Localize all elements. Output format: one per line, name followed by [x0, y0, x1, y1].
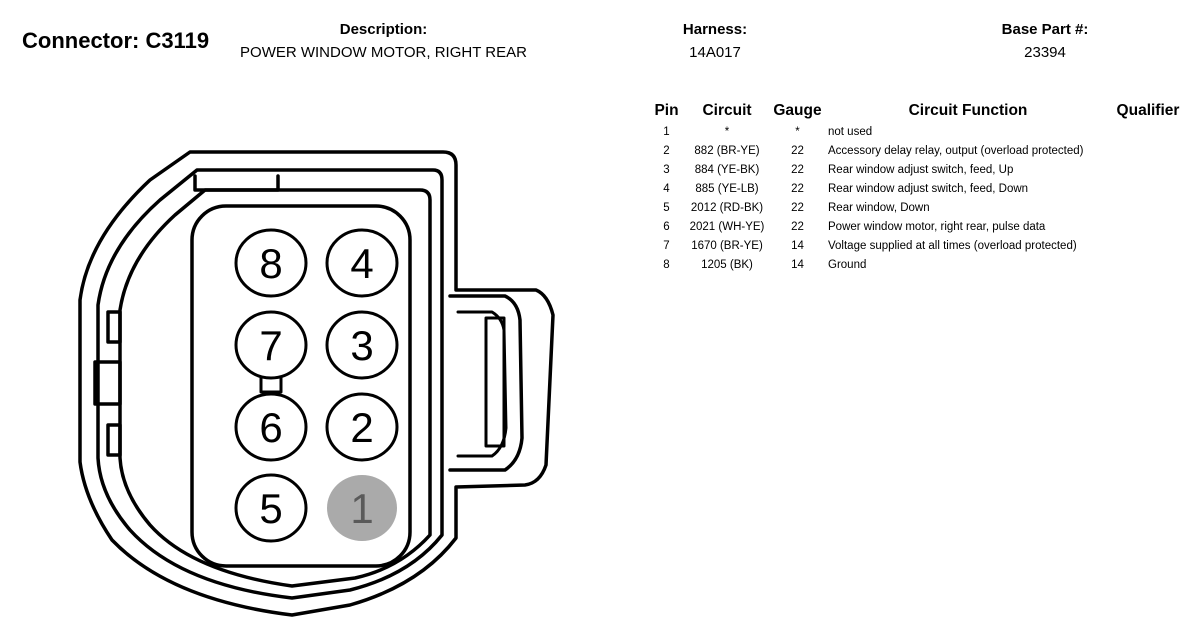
cell-pin: 5 [663, 201, 670, 214]
cell-qualifier [1108, 179, 1188, 198]
pin-4: 4 [325, 228, 399, 298]
connector-face-diagram: 8 4 7 3 6 2 5 1 [78, 150, 555, 617]
cell-gauge: 22 [791, 144, 804, 157]
latch-tab [484, 316, 506, 448]
pin-label: 6 [259, 404, 282, 451]
harness-value: 14A017 [689, 44, 741, 61]
housing-third-ring [118, 188, 432, 588]
table-row: 1 * * not used [648, 122, 1188, 141]
header-circuit: Circuit [702, 101, 752, 119]
pin-7: 7 [234, 310, 308, 380]
cell-function: Rear window, Down [828, 201, 930, 214]
cell-function: Accessory delay relay, output (overload … [828, 144, 1084, 157]
cell-pin: 8 [663, 258, 670, 271]
pin-label: 1 [350, 485, 373, 532]
cell-pin: 4 [663, 182, 670, 195]
pin-circle [325, 310, 399, 380]
cell-qualifier [1108, 122, 1188, 141]
cell-function: not used [828, 125, 873, 138]
housing-inner-ring [96, 168, 444, 600]
cell-gauge: 14 [791, 258, 804, 271]
key-slot-top [106, 310, 122, 344]
cell-circuit: 1670 (BR-YE) [691, 239, 763, 252]
cell-gauge: 22 [791, 201, 804, 214]
cell-function: Ground [828, 258, 867, 271]
cell-circuit: * [724, 125, 730, 138]
cell-pin: 1 [663, 125, 670, 138]
cell-pin: 2 [663, 144, 670, 157]
cell-circuit: 882 (BR-YE) [694, 144, 760, 157]
latch-outer [448, 294, 524, 472]
cell-gauge: 22 [791, 182, 804, 195]
cell-qualifier [1108, 160, 1188, 179]
pin-1: 1 [327, 475, 397, 541]
pin-circle [325, 392, 399, 462]
pin-circle [234, 310, 308, 380]
pin-cavity-insert [190, 204, 412, 568]
base-part-value: 23394 [1024, 44, 1066, 61]
cell-circuit: 885 (YE-LB) [695, 182, 759, 195]
cell-pin: 7 [663, 239, 670, 252]
cell-function: Voltage supplied at all times (overload … [828, 239, 1077, 252]
top-notch [193, 174, 280, 192]
cell-circuit: 1205 (BK) [701, 258, 753, 271]
cell-qualifier [1108, 255, 1188, 274]
pin-5: 5 [234, 473, 308, 543]
pin-label: 3 [350, 322, 373, 369]
pin-label: 5 [259, 485, 282, 532]
header-circuit-function: Circuit Function [908, 101, 1028, 119]
cell-qualifier [1108, 198, 1188, 217]
pin-label: 2 [350, 404, 373, 451]
pin-table-header: Pin Circuit Gauge Circuit Function Quali… [648, 99, 1188, 122]
cell-gauge: * [795, 125, 800, 138]
cell-circuit: 884 (YE-BK) [694, 163, 760, 176]
cell-pin: 6 [663, 220, 670, 233]
cell-function: Rear window adjust switch, feed, Up [828, 163, 1014, 176]
table-row: 3 884 (YE-BK) 22 Rear window adjust swit… [648, 160, 1188, 179]
cell-gauge: 14 [791, 239, 804, 252]
housing-outer-outline [78, 150, 555, 617]
pin-6: 6 [234, 392, 308, 462]
harness-label: Harness: [682, 21, 748, 38]
cell-gauge: 22 [791, 220, 804, 233]
connector-title: Connector: C3119 [22, 28, 210, 53]
description-value: POWER WINDOW MOTOR, RIGHT REAR [240, 44, 527, 61]
pin-2: 2 [325, 392, 399, 462]
base-part-label: Base Part #: [1001, 21, 1089, 38]
key-slot-middle [93, 360, 122, 406]
table-row: 8 1205 (BK) 14 Ground [648, 255, 1188, 274]
table-row: 5 2012 (RD-BK) 22 Rear window, Down [648, 198, 1188, 217]
cell-qualifier [1108, 141, 1188, 160]
header-gauge: Gauge [773, 101, 822, 119]
table-row: 6 2021 (WH-YE) 22 Power window motor, ri… [648, 217, 1188, 236]
pin-circle [234, 228, 308, 298]
latch-inner [456, 310, 508, 458]
cell-pin: 3 [663, 163, 670, 176]
pin-label: 7 [259, 322, 282, 369]
pin-3: 3 [325, 310, 399, 380]
pin-circle [234, 473, 308, 543]
pin-circle [325, 228, 399, 298]
table-row: 7 1670 (BR-YE) 14 Voltage supplied at al… [648, 236, 1188, 255]
cell-circuit: 2012 (RD-BK) [690, 201, 764, 214]
cell-gauge: 22 [791, 163, 804, 176]
cell-function: Rear window adjust switch, feed, Down [828, 182, 1029, 195]
cell-circuit: 2021 (WH-YE) [689, 220, 765, 233]
cell-function: Power window motor, right rear, pulse da… [828, 220, 1046, 233]
pin-label: 8 [259, 240, 282, 287]
table-row: 4 885 (YE-LB) 22 Rear window adjust swit… [648, 179, 1188, 198]
pin-table: Pin Circuit Gauge Circuit Function Quali… [648, 99, 1188, 274]
pin-circle [327, 475, 397, 541]
pin-label: 4 [350, 240, 373, 287]
cell-qualifier [1108, 236, 1188, 255]
key-slot-bottom [106, 423, 122, 457]
pin-8: 8 [234, 228, 308, 298]
pin-circle [234, 392, 308, 462]
header-pin: Pin [654, 101, 679, 119]
header-qualifier: Qualifier [1116, 101, 1180, 119]
description-label: Description: [339, 21, 428, 38]
table-row: 2 882 (BR-YE) 22 Accessory delay relay, … [648, 141, 1188, 160]
cell-qualifier [1108, 217, 1188, 236]
